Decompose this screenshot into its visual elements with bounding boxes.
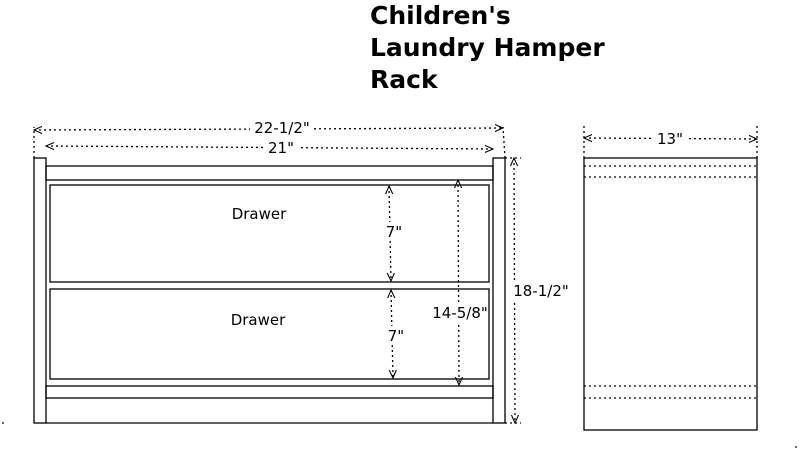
lower-rail [45,385,494,399]
dimension-overall-height: 18-1/2" [505,158,573,423]
opening-height-label: 14-5/8" [432,304,488,322]
ext-line-right [502,126,506,159]
depth-label: 13" [657,130,683,148]
drawer-top-height-label: 7" [386,223,402,241]
drawer-bottom-label: Drawer [231,311,286,329]
drawer-bottom-height-label: 7" [388,327,404,345]
left-post [33,157,47,424]
dimension-overall-width: 22-1/2" [34,119,503,137]
top-rail [45,165,494,181]
dimension-opening-height: 14-5/8" [430,180,488,385]
title-line-1: Children's [370,1,511,30]
dimension-depth: 13" [584,129,757,148]
drawer-bottom [49,288,490,380]
right-post [492,157,506,424]
front-view: Drawer Drawer 22-1/2" 21" 7" 7" [2,119,573,424]
side-panel [583,157,758,431]
inner-width-label: 21" [268,139,294,157]
diagram-title: Children's Laundry Hamper Rack [370,0,790,96]
overall-width-label: 22-1/2" [254,119,310,137]
dimension-drawer-bottom-height: 7" [382,290,408,378]
title-line-2: Laundry Hamper [370,33,605,62]
dimension-inner-width: 21" [46,139,493,157]
drawer-top [49,184,490,283]
side-view: 13" [584,126,797,448]
overall-height-label: 18-1/2" [513,282,569,300]
title-line-3: Rack [370,65,438,94]
dimension-drawer-top-height: 7" [380,186,406,281]
drawer-top-label: Drawer [232,205,287,223]
